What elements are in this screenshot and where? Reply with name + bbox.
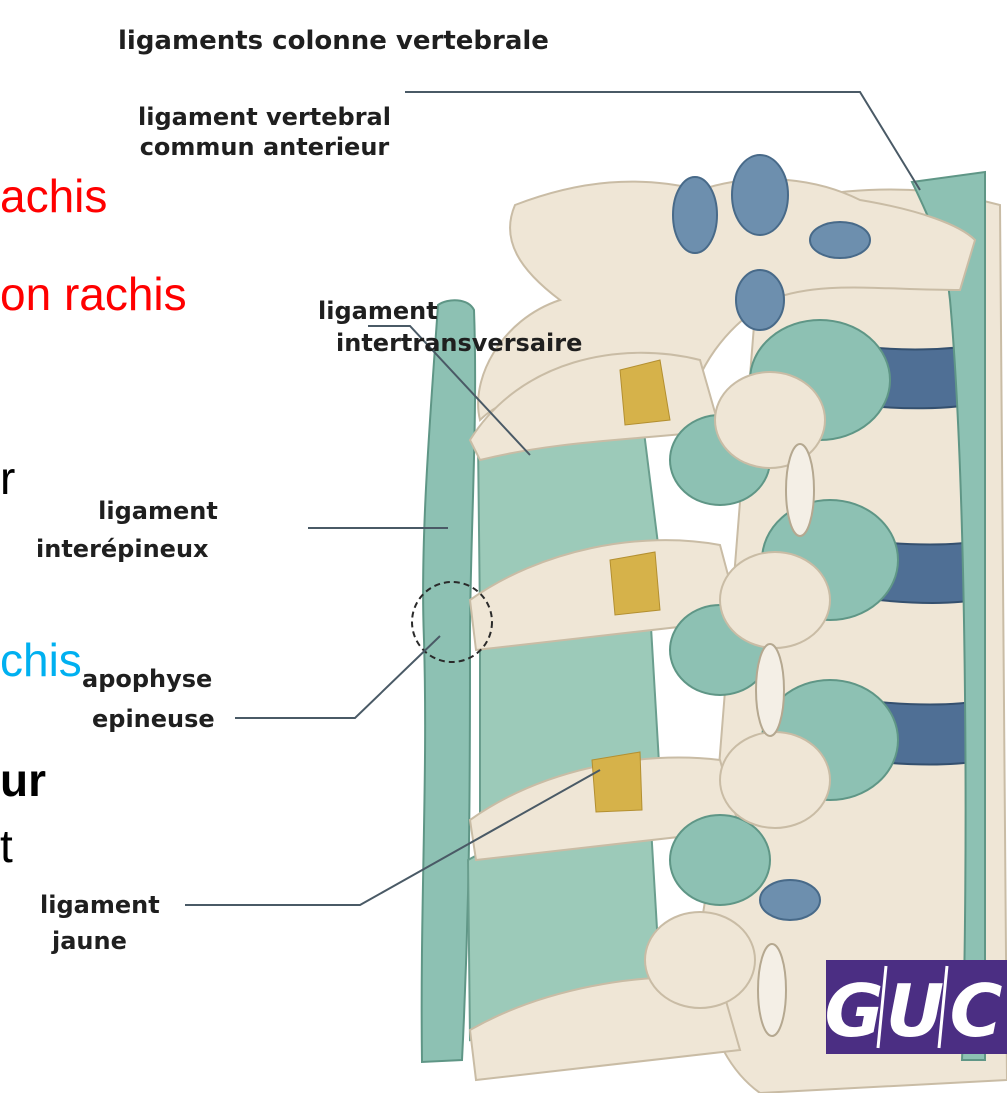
guc-logo: G U C xyxy=(826,960,1007,1054)
leader-line-anterior xyxy=(405,92,920,190)
pedicle-section-1 xyxy=(786,444,814,536)
slide-text-line-4: chis xyxy=(0,634,82,686)
label-interepineux-line-2: interépineux xyxy=(36,534,209,564)
label-anterior-longitudinal-ligament: ligament vertebral commun anterieur xyxy=(138,102,391,162)
cartilage-1 xyxy=(673,177,717,253)
label-jaune-line-2: jaune xyxy=(52,926,127,956)
label-interepineux-line-1: ligament xyxy=(68,496,248,526)
cartilage-5 xyxy=(760,880,820,920)
intertransverse-ligaments xyxy=(468,392,660,1040)
articular-process-4 xyxy=(645,912,755,1008)
label-jaune-line-1: ligament xyxy=(40,890,160,920)
cartilage-4 xyxy=(736,270,784,330)
slide-text-line-1: achis xyxy=(0,170,107,222)
label-intertransverse-line-2: intertransversaire xyxy=(336,328,582,358)
cartilage-3 xyxy=(810,222,870,258)
label-anterior-line-1: ligament vertebral xyxy=(138,102,391,132)
logo-letter-c: C xyxy=(950,969,1003,1053)
label-apophyse-line-2: epineuse xyxy=(92,704,215,734)
slide-text-line-5: ur xyxy=(0,754,46,806)
label-intertransverse-line-1: ligament xyxy=(318,296,438,326)
label-anterior-line-2: commun anterieur xyxy=(138,132,391,162)
logo-letter-u: U xyxy=(886,969,944,1053)
diagram-title: ligaments colonne vertebrale xyxy=(118,26,549,56)
slide-text-line-6: t xyxy=(0,820,13,872)
leader-line-apophyse xyxy=(235,636,440,718)
slide-text-line-2: on rachis xyxy=(0,268,187,320)
slide-text-line-3: r xyxy=(0,452,15,504)
facet-capsule-6 xyxy=(670,815,770,905)
articular-process-3 xyxy=(720,732,830,828)
pedicle-section-3 xyxy=(758,944,786,1036)
supraspinous-ligament xyxy=(422,300,475,1062)
flavum-2 xyxy=(610,552,660,615)
flavum-3 xyxy=(592,752,642,812)
articular-process-2 xyxy=(720,552,830,648)
cartilage-2 xyxy=(732,155,788,235)
label-apophyse-line-1: apophyse xyxy=(82,664,212,694)
pedicle-section-2 xyxy=(756,644,784,736)
logo-letter-g: G xyxy=(826,969,884,1053)
